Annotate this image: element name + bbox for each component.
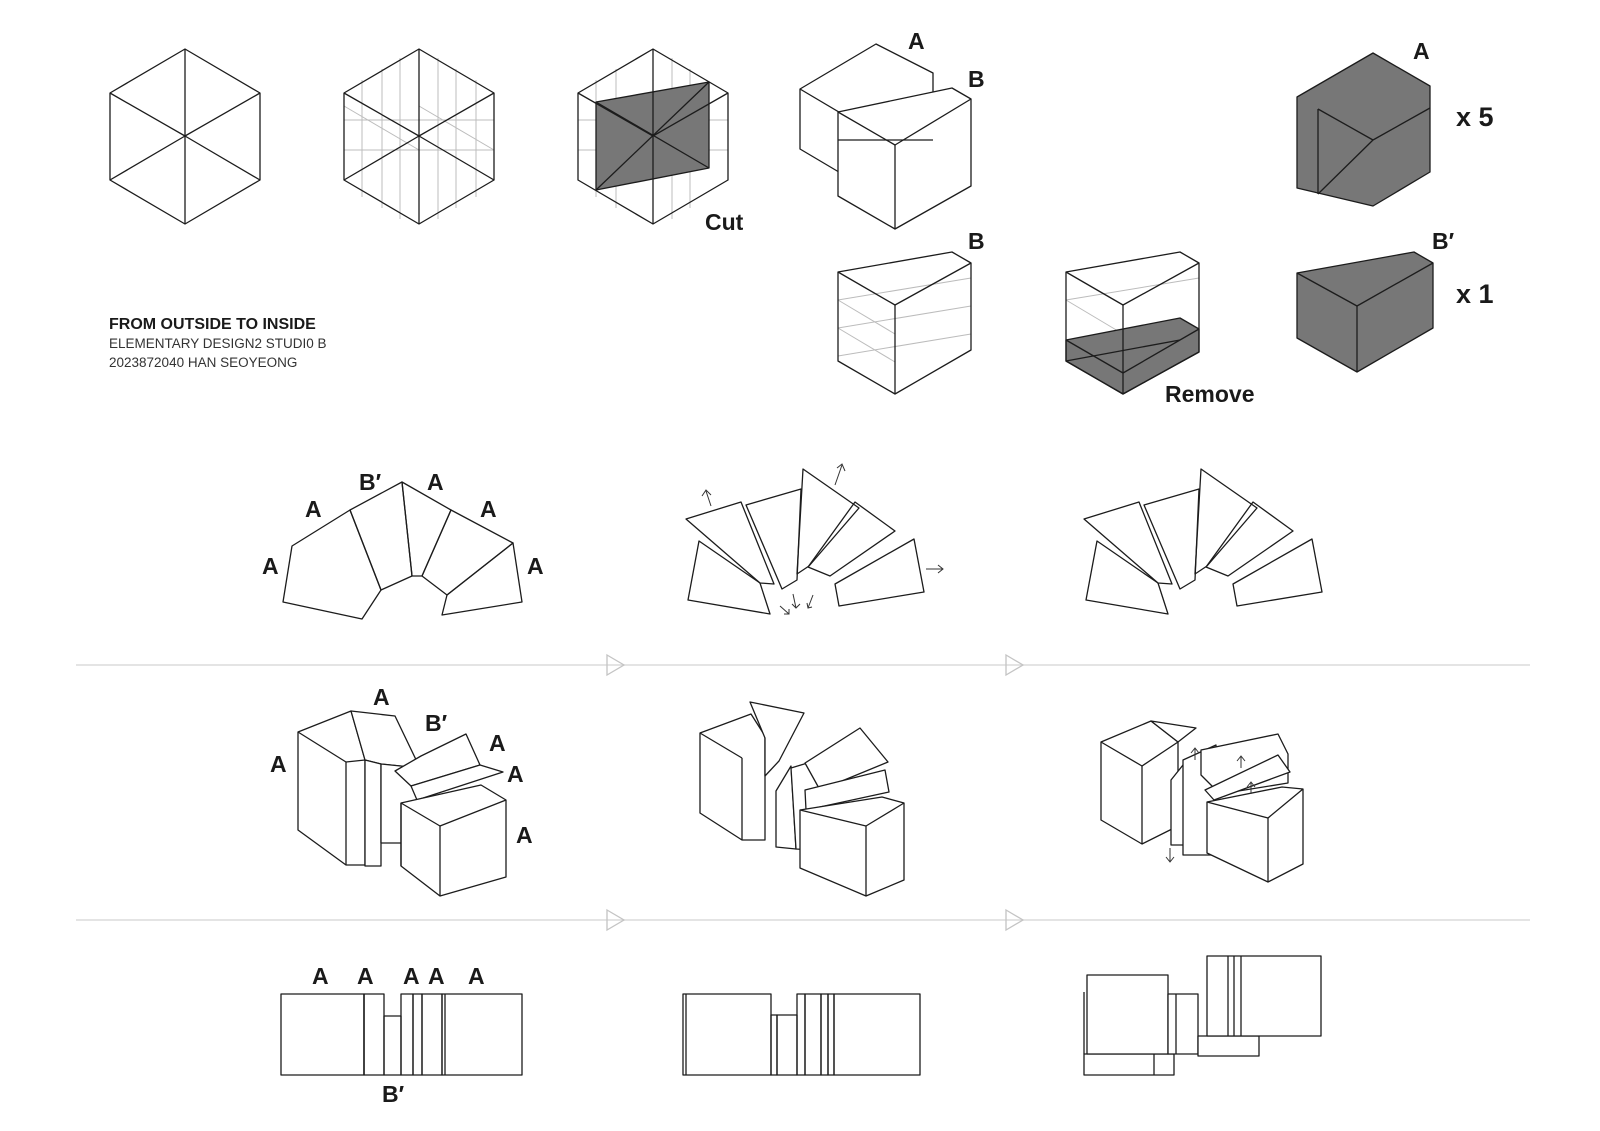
elevation-middle: [682, 993, 921, 1076]
page-title: FROM OUTSIDE TO INSIDE: [109, 316, 316, 333]
elevation-labeled: [280, 993, 523, 1076]
label-arc-a2: A: [305, 496, 322, 522]
label-module-b-prime: B′: [1432, 228, 1455, 254]
label-module-a: A: [1413, 38, 1430, 64]
plan-final: [1083, 468, 1323, 615]
remove-label: Remove: [1165, 381, 1254, 407]
piece-b-remove: [1065, 251, 1200, 395]
cube-step-plain: [109, 48, 261, 225]
label-arc-a3: A: [427, 469, 444, 495]
split-pieces: [799, 43, 972, 230]
label-b-guides: B: [968, 228, 985, 254]
label-iso-a1: A: [270, 751, 287, 777]
module-b-prime-shaded: [1296, 251, 1434, 373]
iso-assembly-final: [1100, 720, 1304, 883]
module-a-shaded: [1296, 52, 1431, 207]
label-elev-b-prime: B′: [382, 1081, 405, 1107]
lift-arrows: [1165, 747, 1256, 863]
course-name: ELEMENTARY DESIGN2 STUDI0 B: [109, 336, 327, 351]
label-arc-b-prime: B′: [359, 469, 382, 495]
label-elev-a4: A: [428, 963, 445, 989]
author-name: 2023872040 HAN SEOYEONG: [109, 355, 297, 370]
rotation-arrows: [701, 463, 944, 615]
label-elev-a2: A: [357, 963, 374, 989]
count-module-a: x 5: [1456, 102, 1494, 132]
label-elev-a3: A: [403, 963, 420, 989]
plan-arc-labeled: [282, 481, 523, 620]
iso-assembly-labeled: [297, 710, 507, 897]
label-piece-a: A: [908, 28, 925, 54]
elevation-final: [1083, 955, 1322, 1076]
label-iso-a2: A: [373, 684, 390, 710]
label-piece-b: B: [968, 66, 985, 92]
label-iso-a4: A: [507, 761, 524, 787]
label-elev-a1: A: [312, 963, 329, 989]
cut-label: Cut: [705, 209, 744, 235]
iso-assembly-middle: [699, 701, 905, 897]
label-arc-a1: A: [262, 553, 279, 579]
cube-step-cut: [577, 48, 729, 225]
label-arc-a5: A: [527, 553, 544, 579]
label-iso-a3: A: [489, 730, 506, 756]
separator-row-1: [76, 653, 1530, 677]
separator-row-2: [76, 908, 1530, 932]
count-module-b-prime: x 1: [1456, 279, 1494, 309]
cube-step-guides: [343, 48, 495, 225]
piece-b-guides: [837, 251, 972, 395]
label-iso-b-prime: B′: [425, 710, 448, 736]
label-elev-a5: A: [468, 963, 485, 989]
label-iso-a5: A: [516, 822, 533, 848]
plan-rotating: [685, 468, 925, 615]
label-arc-a4: A: [480, 496, 497, 522]
